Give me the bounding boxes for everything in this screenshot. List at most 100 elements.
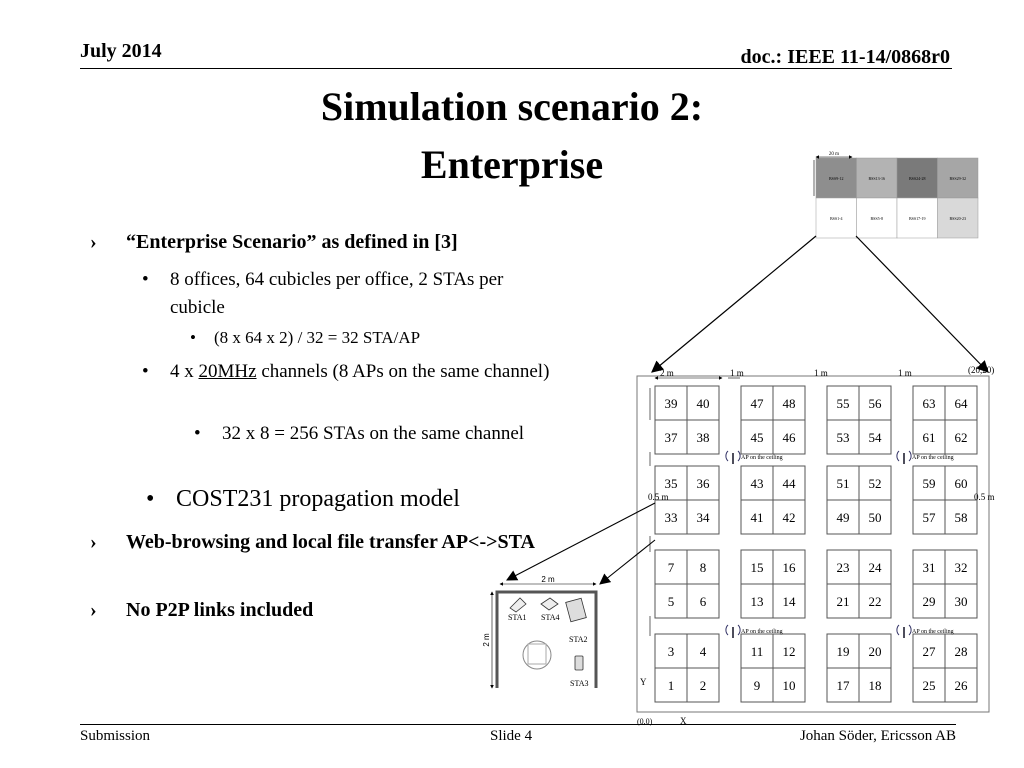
bss-cell [856,157,898,199]
cubicle-cell [912,667,946,703]
bss-cell-label: BSS29-32 [950,176,966,181]
cubicle-number: 49 [837,510,850,525]
cubicle-number: 26 [955,678,969,693]
cubicle-number: 48 [783,396,796,411]
bullet-propagation: • COST231 propagation model [146,484,576,514]
cubicle-number: 30 [955,594,968,609]
cubicle-cell [858,499,892,535]
cubicle-cell [772,385,806,421]
cubicle-number: 53 [837,430,850,445]
cubicle-cell [826,499,860,535]
bullet-traffic: › Web-browsing and local file transfer A… [90,526,546,558]
cubicle-number: 14 [783,594,797,609]
cubicle-number: 43 [751,476,764,491]
cubicle-number: 20 [869,644,882,659]
bss-cell [856,197,898,239]
bullet-enterprise-text: “Enterprise Scenario” as defined in [3] [126,231,458,253]
dim-1m-b: 1 m [814,368,828,378]
cubicle-number: 63 [923,396,936,411]
cubicle-number: 44 [783,476,797,491]
cubicle-cell [944,419,978,455]
bullet-channels-pre: 4 x [170,361,199,382]
cubicle-cell [944,667,978,703]
slide-title: Simulation scenario 2: Enterprise [200,78,824,194]
cubicle-cell [944,633,978,669]
laptop-icon [509,597,527,613]
dot-bullet-icon: • [194,423,201,444]
cubicle-cell [858,549,892,585]
bullet-offices: • 8 offices, 64 cubicles per office, 2 S… [142,266,560,322]
cubicle-number: 54 [869,430,883,445]
bss-cell-label: BSS1-4 [830,216,842,221]
access-point-icon [725,450,741,464]
cubicle-number: 8 [700,560,707,575]
cubicle-number: 31 [923,560,936,575]
dot-bullet-icon: • [142,361,149,382]
bullet-sta-same-channel: • 32 x 8 = 256 STAs on the same channel [194,420,542,448]
cubicle-cell [740,385,774,421]
title-line-2: Enterprise [420,142,604,187]
dim-1m-a: 1 m [730,368,744,378]
cubicle-cell [912,465,946,501]
cubicle-number: 24 [869,560,883,575]
cubicle-cell [912,583,946,619]
bullet-enterprise: › “Enterprise Scenario” as defined in [3… [90,228,556,256]
chevron-bullet-icon: › [90,531,97,553]
cubicle-number: 28 [955,644,968,659]
cubicle-cell [826,583,860,619]
cubicle-cell [826,465,860,501]
bullet-p2p: › No P2P links included [90,596,546,624]
cubicle-number: 1 [668,678,675,693]
bullet-p2p-text: No P2P links included [126,599,314,621]
bullet-traffic-text: Web-browsing and local file transfer AP<… [126,531,535,553]
dot-bullet-icon: • [190,328,196,347]
cubicle-cell [686,499,720,535]
cubicle-number: 29 [923,594,936,609]
ap-label: AP on the ceiling [912,629,954,635]
cubicle-number: 10 [783,678,796,693]
cubicle-cell [686,549,720,585]
ap-label: AP on the ceiling [741,629,783,635]
x-axis-label: X [680,716,687,726]
cubicle-number: 33 [665,510,678,525]
cubicle-cell [740,419,774,455]
cubicle-number: 7 [668,560,675,575]
dim-2m-top: 2 m [660,368,674,378]
cubicle-cell [772,549,806,585]
dimension-marks: 2 m 1 m 1 m 1 m (20,20) 0.5 m 0.5 m (0,0… [637,365,995,726]
cubicle-cell [686,633,720,669]
sta4-label: STA4 [541,613,559,622]
footer-author: Johan Söder, Ericsson AB [799,728,956,744]
cubicle-number: 18 [869,678,882,693]
cubicle-number: 47 [751,396,765,411]
cubicle-number: 45 [751,430,764,445]
cubicle-number: 23 [837,560,850,575]
dim-1m-c: 1 m [898,368,912,378]
cubicle-number: 51 [837,476,850,491]
cubicle-number: 37 [665,430,679,445]
cubicle-number: 19 [837,644,850,659]
dim-half-right: 0.5 m [974,492,995,502]
cubicle-detail: 2 m 2 m STA1 STA4 STA2 STA3 [482,575,598,689]
cubicle-cell [654,583,688,619]
cubicle-number: 36 [697,476,711,491]
tablet-icon [540,597,559,611]
footer-slide-number: Slide 4 [490,728,533,744]
cubicle-cell [686,465,720,501]
bss-cell [896,197,938,239]
cubicle-number: 3 [668,644,675,659]
cubicle-number: 12 [783,644,796,659]
cubicle-dim-top: 2 m [541,575,555,584]
cubicle-cell [858,385,892,421]
bss-cell-label: BSS13-16 [869,176,885,181]
cubicle-number: 62 [955,430,968,445]
cubicle-cell [772,499,806,535]
cubicle-cell [686,667,720,703]
cubicle-number: 55 [837,396,850,411]
cubicle-number: 13 [751,594,764,609]
bss-cell-label: BSS9-12 [829,176,843,181]
dot-bullet-icon: • [142,269,149,290]
origin-label: (0,0) [637,717,653,726]
cubicle-number: 42 [783,510,796,525]
